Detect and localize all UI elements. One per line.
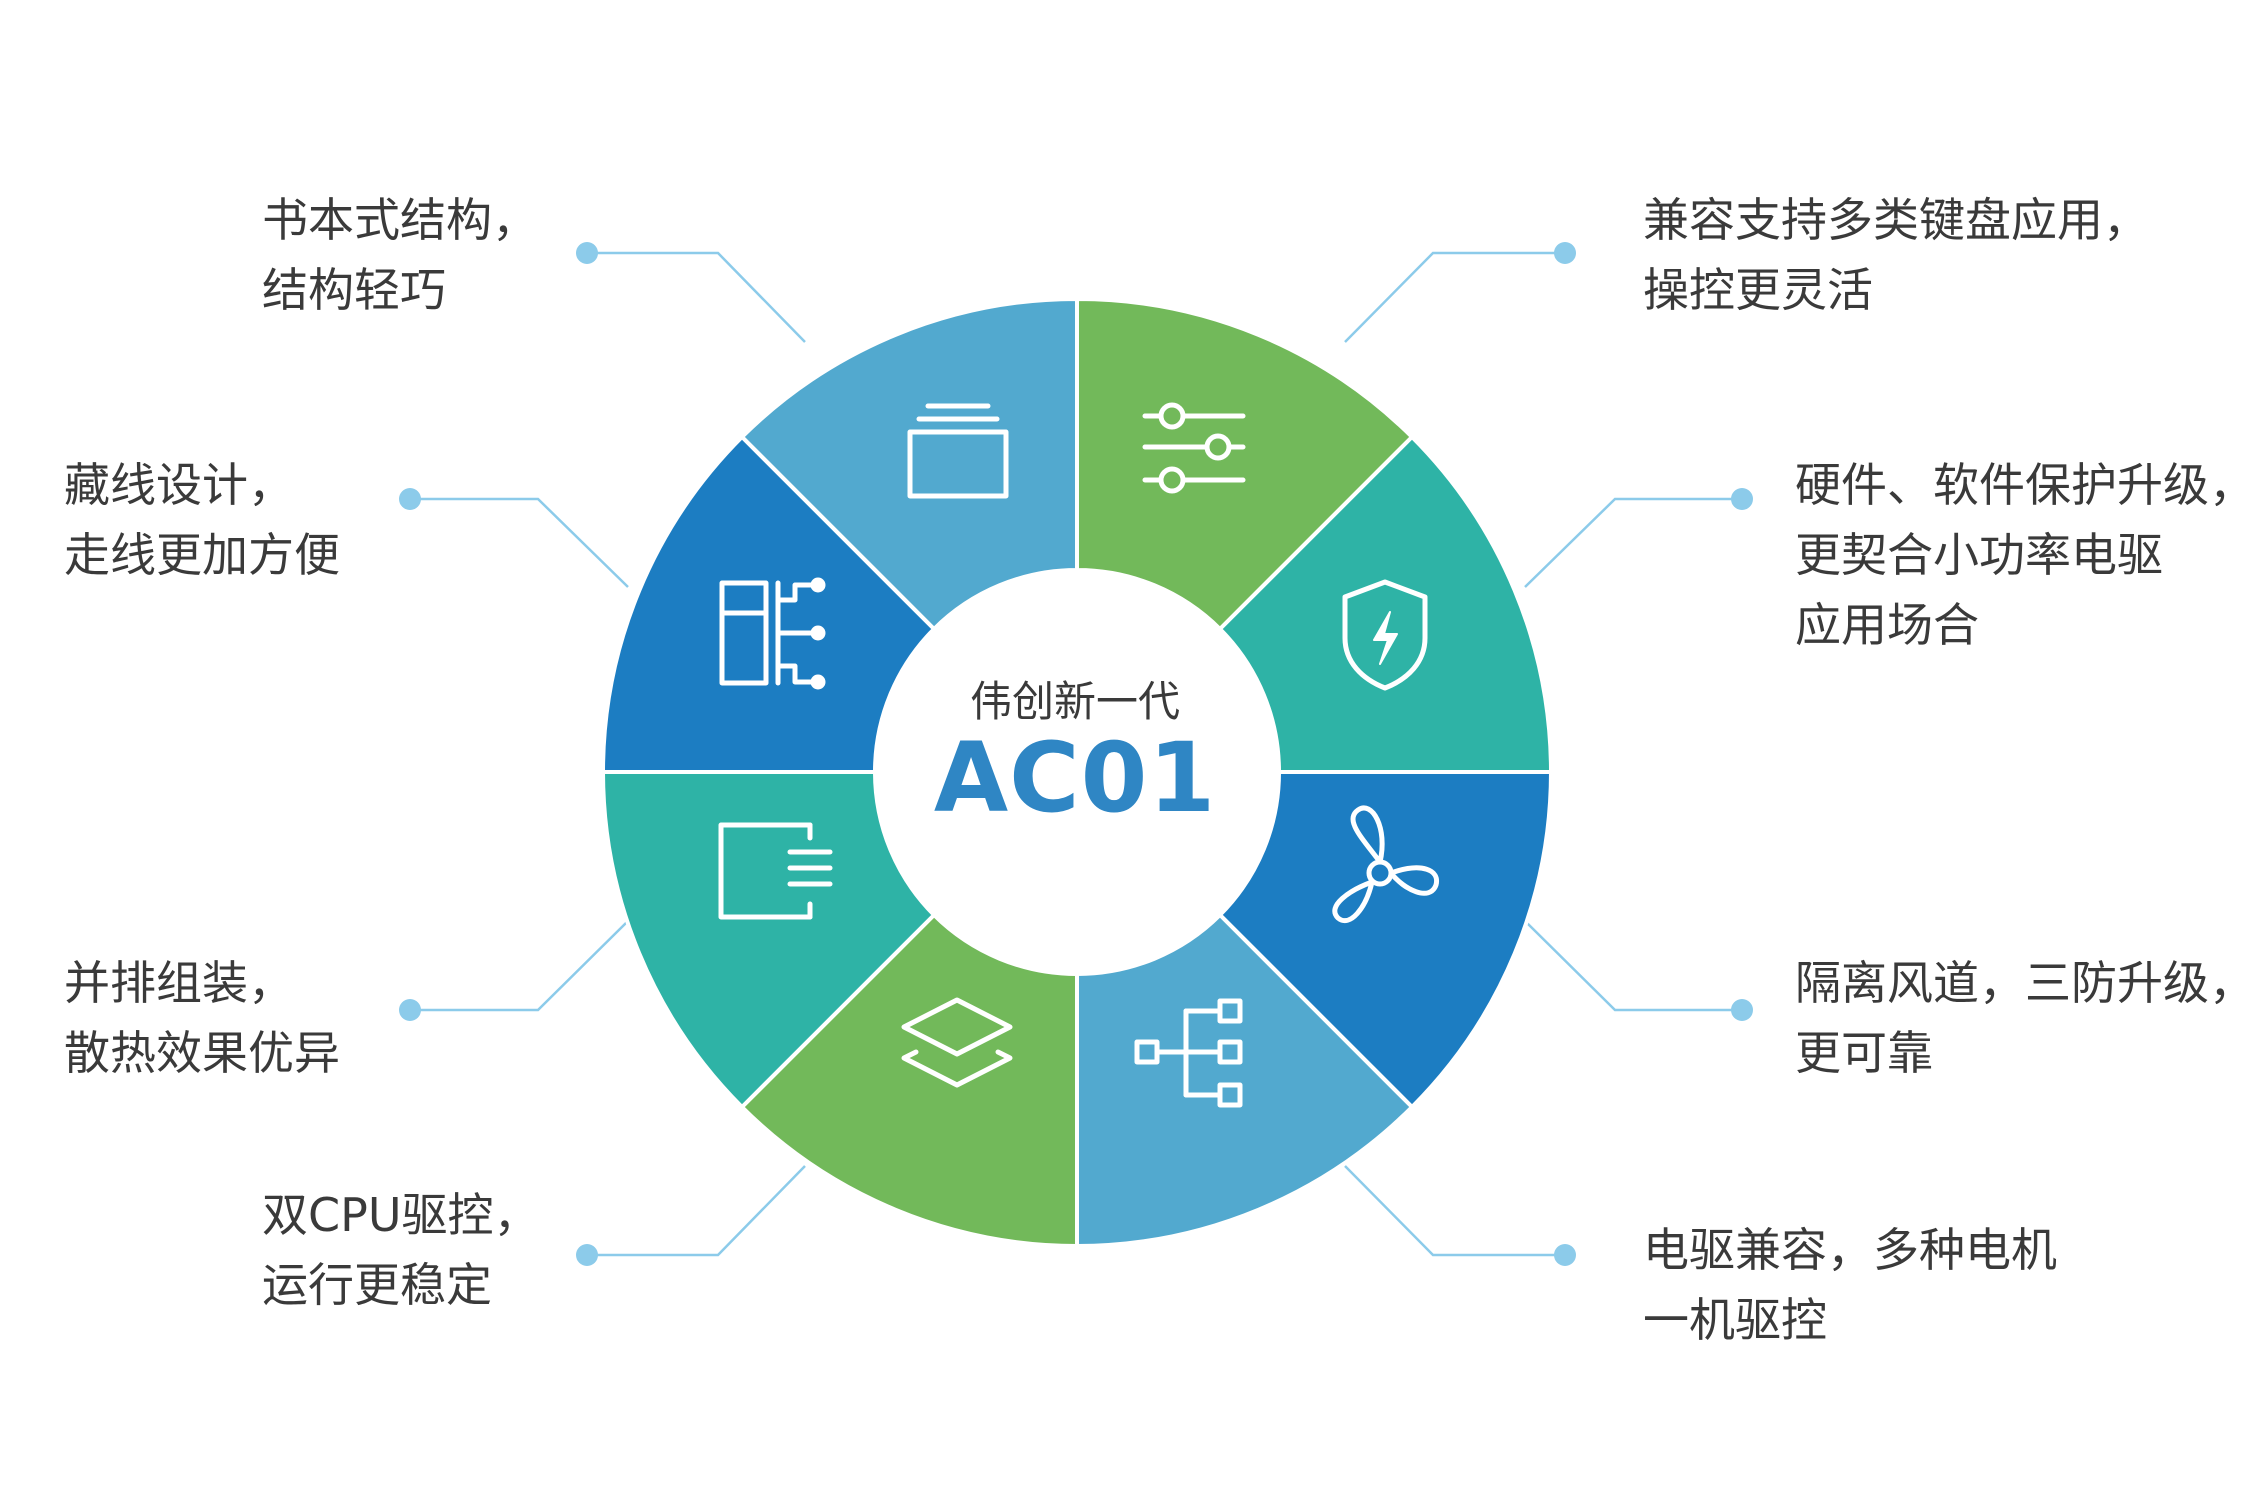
sliders-icon [1142,402,1246,494]
connector-dual-cpu [587,1165,806,1257]
segment-dual-cpu [739,912,1079,1249]
feature-line: 运行更稳定 [262,1258,492,1312]
feature-text-side-by-side: 并排组装， 散热效果优异 [64,948,340,1088]
feature-line: 更可靠 [1795,1026,1933,1080]
product-subtitle: 伟创新一代 [969,677,1180,726]
connector-dot [1731,999,1753,1021]
connector-side-by-side [410,920,629,1012]
layers-icon [901,997,1013,1088]
feature-line: 更契合小功率电驱 [1795,528,2163,582]
shield-bolt-icon [1342,579,1428,691]
feature-line: 兼容支持多类键盘应用， [1643,193,2149,247]
feature-text-dual-cpu: 双CPU驱控， 运行更稳定 [262,1180,540,1320]
connector-dot [576,242,598,264]
feature-line: 结构轻巧 [262,263,446,317]
wiring-icon [719,577,826,690]
feature-line: 并排组装， [64,956,294,1010]
segment-keyboard-compat [1075,296,1415,632]
connector-dot [1554,242,1576,264]
feature-line: 书本式结构， [262,193,538,247]
connector-dot [399,488,421,510]
feature-text-isolated-airway: 隔离风道，三防升级， 更可靠 [1795,948,2250,1088]
connector-hidden-wiring [410,497,629,588]
folder-icon [907,403,1009,499]
feature-line: 应用场合 [1795,598,1979,652]
feature-text-book-structure: 书本式结构， 结构轻巧 [262,185,538,325]
feature-line: 走线更加方便 [64,528,340,582]
connector-keyboard-compat [1344,251,1565,343]
feature-text-keyboard-compat: 兼容支持多类键盘应用， 操控更灵活 [1643,185,2149,325]
connector-dot [576,1244,598,1266]
connector-protection-upgrade [1524,497,1742,588]
connector-isolated-airway [1524,920,1742,1012]
feature-line: 双CPU驱控， [262,1188,540,1242]
segment-protection-upgrade [1217,434,1554,774]
segment-isolated-airway [1217,770,1554,1110]
feature-line: 电驱兼容，多种电机 [1643,1223,2057,1277]
feature-text-hidden-wiring: 藏线设计， 走线更加方便 [64,450,340,590]
heatsink-icon [718,822,833,920]
segment-side-by-side [600,770,937,1110]
feature-text-multi-motor: 电驱兼容，多种电机 一机驱控 [1643,1215,2057,1355]
connector-dot [399,999,421,1021]
connector-book-structure [587,251,806,343]
fan-icon [1332,805,1440,923]
center-circle [879,574,1275,970]
feature-line: 散热效果优异 [64,1026,340,1080]
feature-line: 隔离风道，三防升级， [1795,956,2250,1010]
connector-multi-motor [1344,1165,1565,1257]
feature-line: 一机驱控 [1643,1293,1827,1347]
feature-line: 硬件、软件保护升级， [1795,458,2250,512]
product-title: AC01 [933,722,1217,834]
connector-dot [1554,1244,1576,1266]
hierarchy-icon [1134,998,1243,1108]
feature-text-protection-upgrade: 硬件、软件保护升级， 更契合小功率电驱 应用场合 [1795,450,2250,660]
feature-line: 藏线设计， [64,458,294,512]
connector-dot [1731,488,1753,510]
segment-multi-motor [1075,912,1415,1249]
feature-line: 操控更灵活 [1643,263,1873,317]
